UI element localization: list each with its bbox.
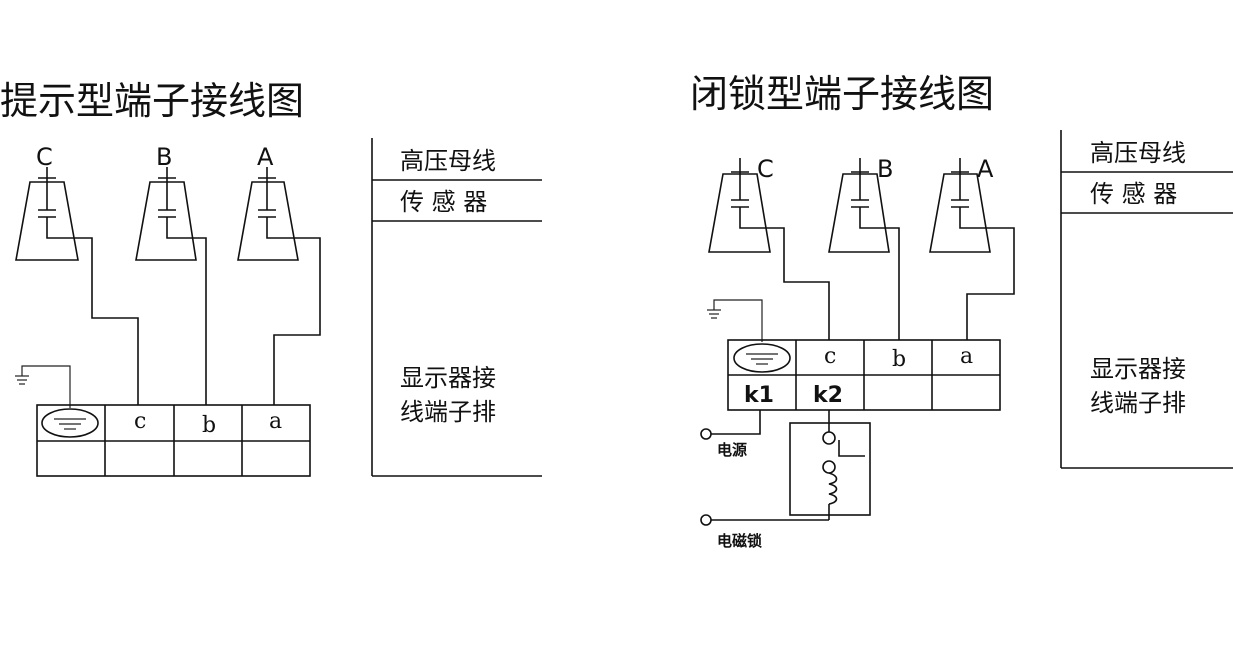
right-legend-busbar: 高压母线 xyxy=(1090,139,1186,167)
left-legend-terminal-line1: 显示器接 xyxy=(400,364,496,392)
left-legend-busbar: 高压母线 xyxy=(400,147,496,175)
left-terminal-a: a xyxy=(269,409,282,434)
left-ground-terminal-icon xyxy=(41,408,99,438)
left-terminal-block: c b a xyxy=(36,404,311,477)
right-sensor-a xyxy=(929,158,1015,340)
right-phase-a-label: A xyxy=(977,155,994,183)
right-lock-contact-bottom-icon xyxy=(822,460,836,474)
right-lock-coil-icon xyxy=(828,472,838,505)
left-phase-c-label: C xyxy=(36,143,53,171)
right-legend-terminal-line1: 显示器接 xyxy=(1090,355,1186,383)
left-legend-terminal-line2: 线端子排 xyxy=(400,398,496,426)
right-terminal-block: c b a k1 k2 xyxy=(727,339,1001,411)
right-legend-sensor: 传 感 器 xyxy=(1090,180,1177,208)
left-phase-a-label: A xyxy=(257,143,274,171)
right-legend: 高压母线 传 感 器 显示器接 线端子排 xyxy=(1060,130,1233,469)
right-terminal-k2: k2 xyxy=(813,383,843,408)
right-title: 闭锁型端子接线图 xyxy=(690,72,994,116)
right-lock-wiring: 电源 电磁锁 xyxy=(700,410,829,550)
left-phase-b-label: B xyxy=(156,143,172,171)
left-legend-sensor: 传 感 器 xyxy=(400,188,487,216)
right-phase-c-label: C xyxy=(757,155,774,183)
right-legend-terminal-line2: 线端子排 xyxy=(1090,389,1186,417)
right-sensor-b xyxy=(828,158,900,340)
right-diagram: 闭锁型端子接线图 C B A xyxy=(690,72,1233,550)
left-legend: 高压母线 传 感 器 显示器接 线端子排 xyxy=(371,138,542,477)
right-lock-label: 电磁锁 xyxy=(717,532,762,550)
left-title: 提示型端子接线图 xyxy=(0,79,304,123)
right-sensor-c xyxy=(708,158,830,340)
right-electromagnetic-lock xyxy=(789,410,871,520)
left-ground-icon xyxy=(15,365,71,408)
right-terminal-b: b xyxy=(892,347,906,372)
left-terminal-c: c xyxy=(134,409,146,434)
right-power-terminal-icon xyxy=(700,428,712,440)
left-sensor-c xyxy=(15,167,139,405)
right-lock-contact-top-icon xyxy=(822,431,836,445)
left-sensor-b xyxy=(135,167,207,405)
right-ground-terminal-icon xyxy=(733,343,791,373)
right-ground-icon xyxy=(707,299,763,342)
right-power-label: 电源 xyxy=(717,441,747,459)
right-terminal-c: c xyxy=(824,344,836,369)
left-diagram: 提示型端子接线图 C B A xyxy=(0,79,542,477)
left-terminal-b: b xyxy=(202,413,216,438)
left-sensor-a xyxy=(237,167,321,405)
right-terminal-a: a xyxy=(960,344,973,369)
right-phase-b-label: B xyxy=(877,155,893,183)
right-lock-terminal-icon xyxy=(700,514,712,526)
right-terminal-k1: k1 xyxy=(744,383,774,408)
